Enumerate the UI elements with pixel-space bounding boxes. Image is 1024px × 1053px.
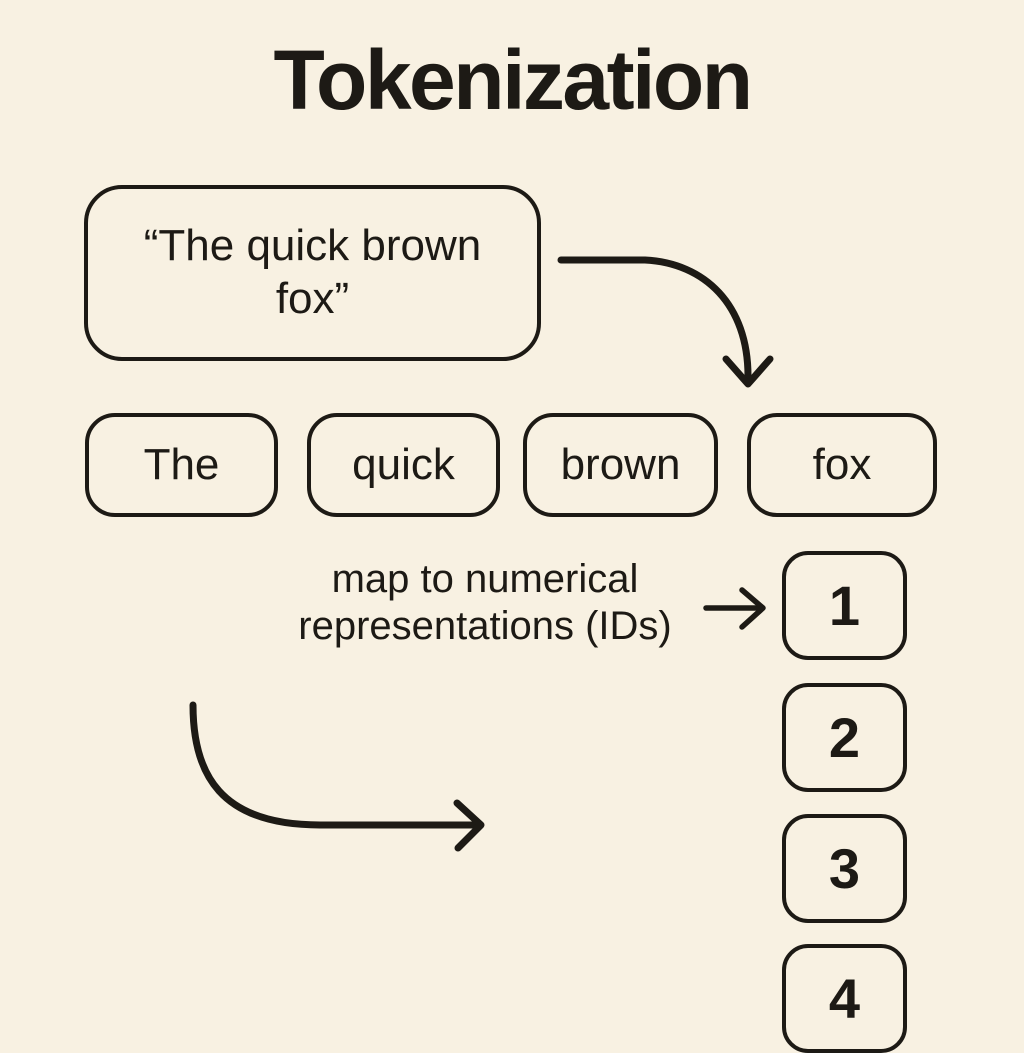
- token-box-brown: brown: [523, 413, 718, 517]
- page-title: Tokenization: [273, 33, 753, 127]
- id-label: 4: [828, 967, 861, 1030]
- mapping-label: map to numerical representations (IDs): [240, 556, 730, 650]
- token-label: fox: [812, 440, 872, 489]
- token-box-the: The: [85, 413, 278, 517]
- sentence-box: “The quick brown fox”: [84, 185, 541, 361]
- id-label: 3: [828, 837, 861, 900]
- token-label: quick: [352, 440, 455, 489]
- right-arrow-icon: [703, 587, 766, 630]
- token-label: brown: [560, 440, 681, 489]
- token-box-quick: quick: [307, 413, 500, 517]
- token-label: The: [143, 440, 220, 489]
- id-box-2: 2: [782, 683, 907, 792]
- id-label: 2: [828, 706, 861, 769]
- id-box-4: 4: [782, 944, 907, 1053]
- curved-arrow-down-icon: [557, 256, 774, 388]
- id-label: 1: [828, 574, 861, 637]
- sentence-text: “The quick brown fox”: [143, 221, 482, 323]
- tokenization-diagram: Tokenization “The quick brown fox” The q…: [84, 33, 937, 1053]
- token-box-fox: fox: [747, 413, 937, 517]
- mapping-label-line1: map to numerical: [331, 557, 639, 601]
- id-box-1: 1: [782, 551, 907, 660]
- id-box-3: 3: [782, 814, 907, 923]
- mapping-label-line2: representations (IDs): [298, 604, 672, 648]
- curved-arrow-right-icon: [189, 701, 485, 852]
